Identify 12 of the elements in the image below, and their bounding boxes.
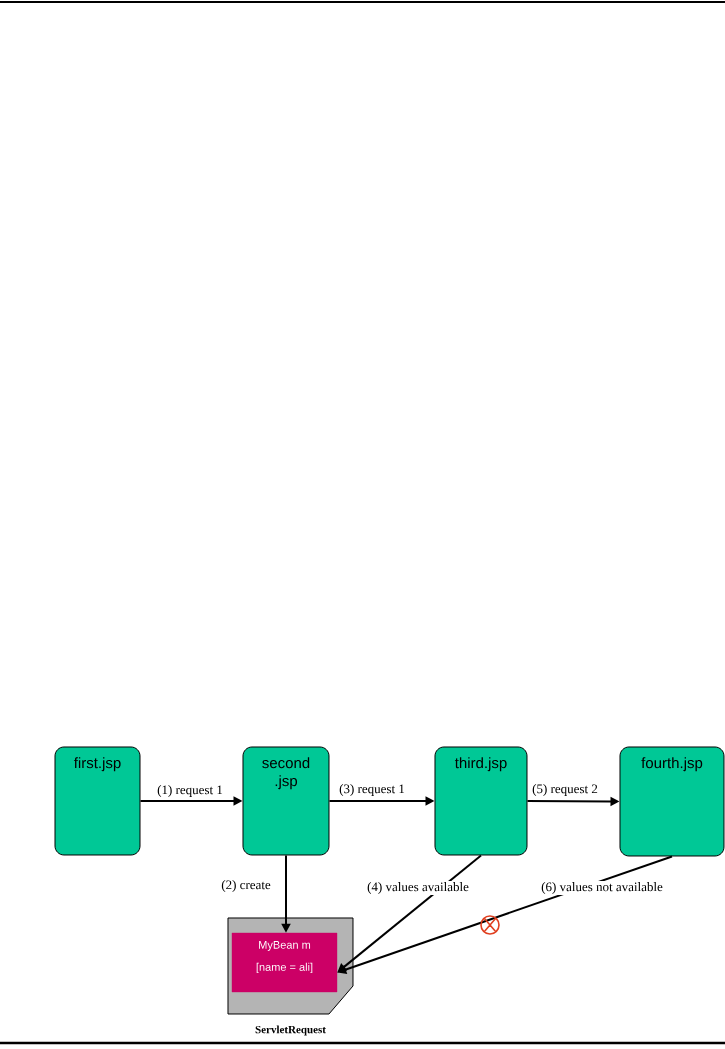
page-box: second .jsp bbox=[242, 746, 330, 856]
edge-label: (2) create bbox=[220, 879, 272, 893]
page-box: first.jsp bbox=[54, 746, 141, 856]
node-label: ServletRequest bbox=[255, 1025, 326, 1036]
bean-box: MyBean m [name = ali] bbox=[231, 932, 338, 993]
edge-label: (5) request 2 bbox=[531, 783, 599, 797]
page-box: fourth.jsp bbox=[619, 746, 725, 857]
edge-label: (1) request 1 bbox=[156, 784, 224, 798]
page-box: third.jsp bbox=[434, 746, 528, 856]
edge-label: (6) values not available bbox=[540, 881, 664, 895]
edge-label: (3) request 1 bbox=[338, 783, 406, 797]
edge-label: (4) values available bbox=[366, 881, 470, 895]
